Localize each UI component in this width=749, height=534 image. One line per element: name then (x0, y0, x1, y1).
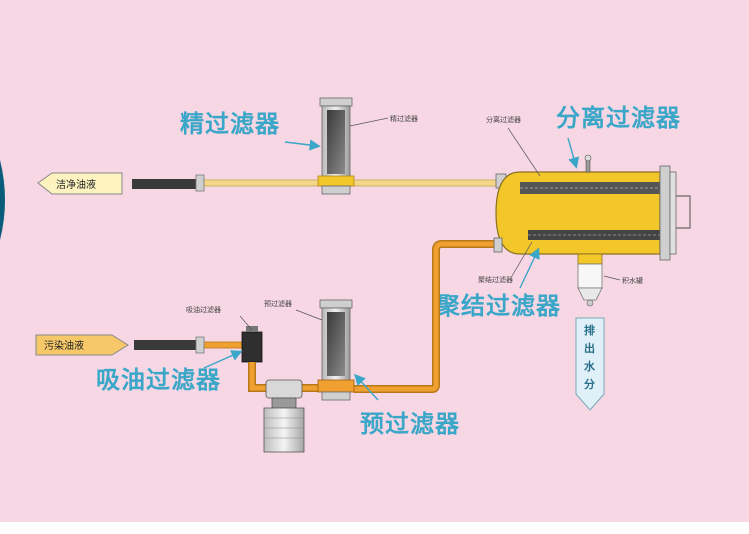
fine-filter-title: 精过滤器 (180, 110, 280, 138)
water-collector-small-label: 积水罐 (622, 276, 643, 285)
water-out-char-4: 分 (584, 377, 595, 391)
separation-pointer (567, 137, 580, 169)
dirty-inlet-pipe-dark (134, 340, 200, 350)
fine-filter-small-label: 精过滤器 (390, 114, 418, 123)
separation-leader (507, 127, 541, 177)
water-out-arrow: 排 出 水 分 (575, 317, 605, 411)
separation-small-label: 分离过滤器 (486, 115, 521, 124)
pre-filter-title: 预过滤器 (360, 410, 460, 438)
fine-filter-leader (349, 117, 389, 127)
pre-filter (317, 299, 355, 401)
coalescing-filter-title: 聚结过滤器 (435, 292, 561, 320)
water-collector (577, 263, 603, 307)
pump-head (265, 379, 303, 399)
pre-filter-small-label: 预过滤器 (264, 299, 292, 308)
coalescing-pointer (519, 247, 540, 289)
fine-filter (317, 97, 355, 195)
suction-filter-title: 吸油过滤器 (96, 366, 221, 394)
separation-vessel (495, 154, 691, 265)
dirty-inlet-valve (195, 336, 205, 354)
clean-oil-label: 洁净油液 (56, 178, 96, 191)
suction-leader (239, 315, 253, 331)
dirty-oil-inlet: 污染油液 (35, 334, 129, 356)
coalescing-small-label: 聚结过滤器 (478, 275, 513, 284)
clean-oil-outlet: 洁净油液 (37, 172, 123, 195)
pump-motor (263, 379, 305, 453)
vessel-inlet-fitting (493, 237, 503, 253)
clean-pipe-valve (195, 174, 205, 192)
transfer-pipe (354, 241, 498, 392)
fine-filter-pointer (284, 139, 321, 151)
pre-filter-leader (295, 309, 323, 321)
suction-small-label: 吸油过滤器 (186, 305, 221, 314)
suction-pointer (203, 350, 243, 369)
water-out-char-1: 排 (584, 323, 595, 337)
water-out-char-2: 出 (584, 341, 595, 355)
dirty-oil-label: 污染油液 (44, 339, 84, 352)
dirty-inlet-pipe (199, 341, 243, 349)
separation-filter-title: 分离过滤器 (556, 104, 681, 132)
clean-oil-arrow (37, 172, 123, 195)
coalescing-leader (511, 241, 533, 277)
clean-outlet-pipe-dark (132, 179, 202, 189)
dirty-oil-arrow (35, 334, 129, 356)
pre-filter-pointer (354, 373, 379, 401)
water-out-char-3: 水 (584, 359, 596, 373)
background-panel (0, 0, 749, 522)
left-edge-accent (0, 160, 5, 240)
motor-body (263, 407, 305, 453)
water-collector-leader (603, 275, 621, 281)
